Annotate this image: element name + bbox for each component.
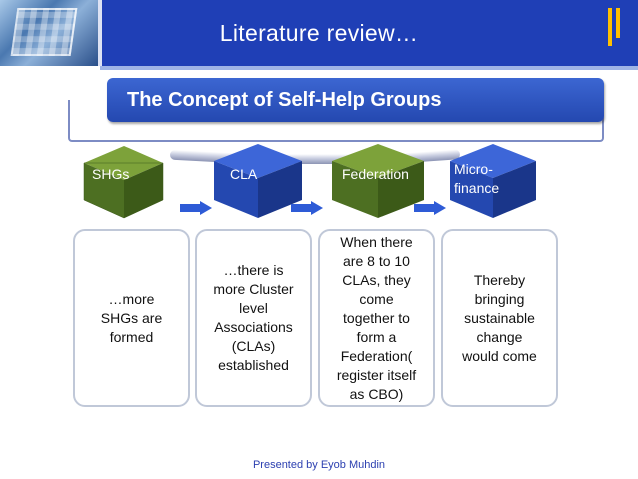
header-photo <box>0 0 98 66</box>
stage-cube-shgs <box>83 146 164 219</box>
description-box-cla: …there is more Cluster level Association… <box>195 229 312 407</box>
description-box-shgs: …more SHGs are formed <box>73 229 190 407</box>
description-text-federation: When there are 8 to 10 CLAs, they come t… <box>336 233 417 402</box>
header-divider <box>98 0 102 66</box>
stage-cube-cla <box>214 144 302 218</box>
description-box-federation: When there are 8 to 10 CLAs, they come t… <box>318 229 435 407</box>
stage-label-shgs: SHGs <box>92 166 130 182</box>
slide-title: Literature review… <box>219 20 419 46</box>
description-text-microfinance: Thereby bringing sustainable change woul… <box>462 271 537 364</box>
arrow-right-icon <box>180 201 212 215</box>
title-bar: Literature review… <box>0 0 638 66</box>
concept-bracket <box>68 100 604 142</box>
header-underline <box>100 66 638 70</box>
stage-cube-federation <box>332 144 424 218</box>
description-box-microfinance: Thereby bringing sustainable change woul… <box>441 229 558 407</box>
stage-label-cla: CLA <box>230 166 258 182</box>
stage-label-microfinance: Micro- finance <box>454 161 500 196</box>
arrow-right-icon <box>414 201 446 215</box>
concept-title: The Concept of Self-Help Groups <box>127 89 442 111</box>
concept-banner: The Concept of Self-Help Groups <box>107 78 604 122</box>
presenter-credit: Presented by Eyob Muhdin <box>252 459 386 471</box>
stage-cubes <box>83 144 536 219</box>
stage-label-federation: Federation <box>342 166 409 182</box>
connector-pipe <box>280 154 360 164</box>
description-text-cla: …there is more Cluster level Association… <box>213 262 294 373</box>
description-text-shgs: …more SHGs are formed <box>100 290 163 345</box>
arrow-right-icon <box>291 201 323 215</box>
stage-cube-microfinance <box>450 144 536 218</box>
accent-bar <box>608 8 612 46</box>
accent-bar <box>616 8 620 38</box>
